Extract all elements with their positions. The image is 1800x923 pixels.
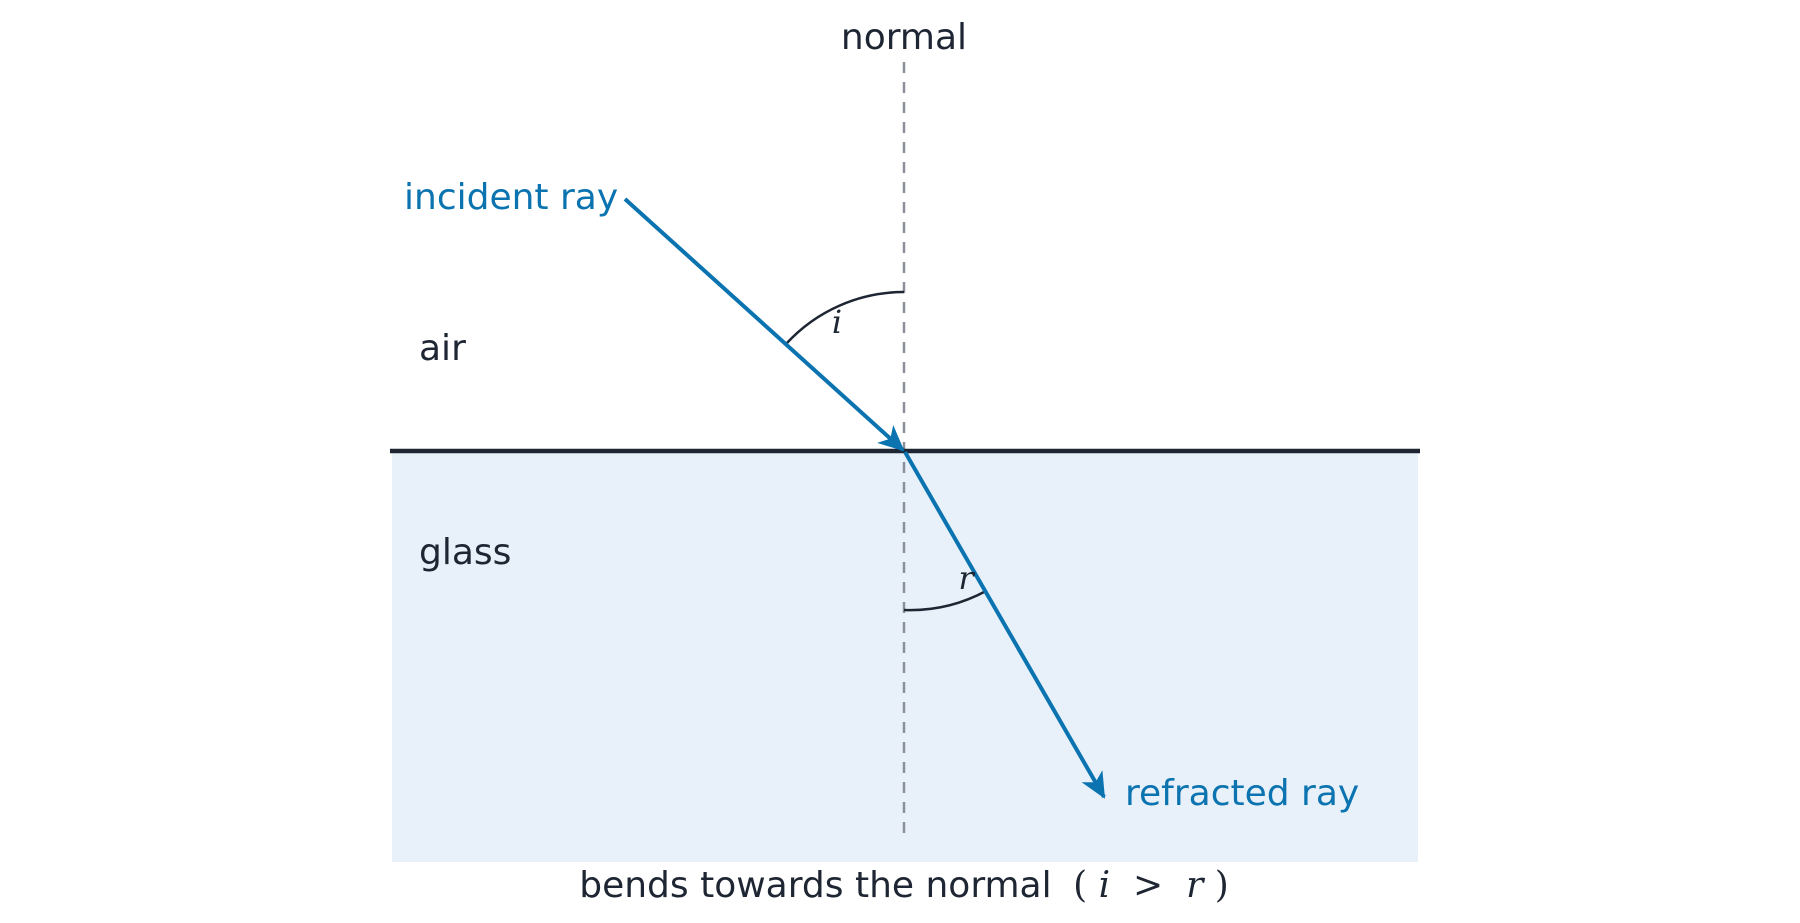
glass-label: glass <box>419 532 511 573</box>
angle-r-label: r <box>958 559 975 597</box>
glass-region <box>392 451 1418 862</box>
caption-relation: > <box>1122 865 1175 906</box>
caption-text: bends towards the normal <box>579 865 1051 906</box>
air-label: air <box>419 328 466 369</box>
angle-arc-refraction <box>903 589 987 612</box>
caption: bends towards the normal ( i > r ) <box>579 865 1229 906</box>
caption-symbol-r: r <box>1186 865 1205 906</box>
incident-ray-label: incident ray <box>404 177 618 218</box>
caption-close-paren: ) <box>1215 865 1229 906</box>
angle-arc-incidence <box>785 290 905 345</box>
normal-label: normal <box>841 17 967 58</box>
refracted-ray-label: refracted ray <box>1125 773 1359 814</box>
caption-open-paren: ( <box>1073 865 1087 906</box>
angle-i-label: i <box>832 303 842 341</box>
refracted-ray <box>903 451 1106 799</box>
caption-symbol-i: i <box>1099 865 1111 906</box>
incident-ray <box>623 197 905 452</box>
